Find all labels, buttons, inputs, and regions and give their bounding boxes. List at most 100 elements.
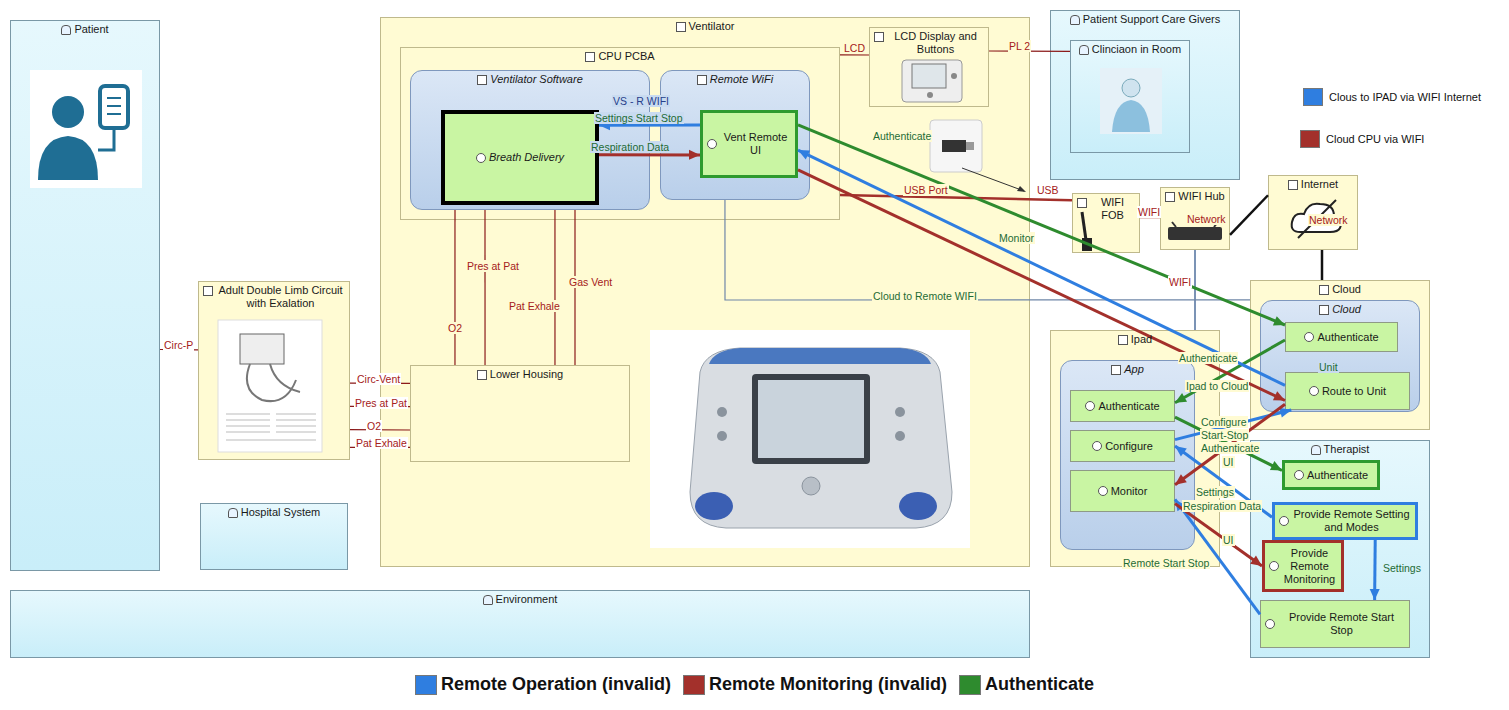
node-title: Ventilator <box>689 20 735 33</box>
illustration-shape <box>1100 68 1162 134</box>
node-header: Patient Support Care Givers <box>1051 13 1239 26</box>
connector-line <box>989 50 1070 51</box>
port-label-holder: WIFI <box>1168 272 1192 290</box>
node-header: WIFI FOB <box>1073 196 1139 222</box>
connector <box>575 210 576 365</box>
port-label-holder: Settings <box>1382 558 1422 576</box>
connector <box>725 200 1250 300</box>
port-label: Monitor <box>998 232 1035 244</box>
actor-icon <box>228 508 238 518</box>
illustration-shape <box>240 334 284 364</box>
legend-bar: Remote Operation (invalid)Remote Monitor… <box>0 674 1509 695</box>
connector <box>160 349 198 350</box>
connector-line <box>1230 195 1268 235</box>
function-icon <box>1294 470 1304 480</box>
illustration-shape <box>1122 79 1140 97</box>
illustration-shape <box>895 407 905 417</box>
node-title: Ipad <box>1131 333 1152 346</box>
illustration-shape <box>38 136 98 180</box>
arrowhead <box>689 150 700 160</box>
arrowhead <box>1250 556 1262 566</box>
illustration-shape <box>1168 227 1222 240</box>
legend-text: Authenticate <box>985 674 1094 695</box>
function-box: Breath Delivery <box>441 110 599 205</box>
function-icon <box>707 139 717 149</box>
part-box: Ventilator SoftwareBreath Delivery <box>410 70 650 210</box>
function-icon <box>1304 332 1314 342</box>
edge-label-holder: Respiration Data <box>590 137 670 155</box>
port-label: Authenticate <box>1178 352 1238 364</box>
node-header: Hospital System <box>201 506 347 519</box>
part-box: WIFI FOB <box>1072 193 1140 253</box>
node-title: Provide Remote Monitoring <box>1282 547 1337 586</box>
connector-line <box>350 406 410 408</box>
legend-item: Clous to IPAD via WIFI Internet <box>1303 88 1481 106</box>
illustration-shape <box>951 73 957 79</box>
connector-line <box>840 195 1072 200</box>
connector-line <box>1175 499 1260 614</box>
part-box: Internet <box>1268 175 1358 250</box>
illustration-shape <box>1082 238 1092 251</box>
connector <box>350 406 410 407</box>
node-header: LCD Display and Buttons <box>870 30 988 56</box>
port-label-holder: VS - R WIFI <box>612 91 670 109</box>
connector-line <box>554 210 555 365</box>
edge-label-holder: Pres at Pat <box>466 256 520 274</box>
port-label: Authenticate <box>1200 442 1260 454</box>
illustration-shape <box>1082 212 1086 240</box>
edge-label-holder: Circ-Vent <box>356 369 401 387</box>
arrowhead <box>1370 589 1380 600</box>
illustration-shape <box>247 364 300 401</box>
illustration-shape <box>1298 200 1336 238</box>
port-label: Network <box>1186 213 1227 225</box>
edge-label-holder: Gas Vent <box>568 272 613 290</box>
node-title: Environment <box>496 593 558 606</box>
connector-line <box>350 447 410 448</box>
actor-icon <box>483 595 493 605</box>
arrowhead <box>599 120 610 130</box>
node-header: CPU PCBA <box>401 50 839 63</box>
connector-line <box>160 349 198 351</box>
edge-label: Pres at Pat <box>466 260 520 272</box>
connector-line <box>1321 250 1324 280</box>
illustration-shape <box>107 98 121 114</box>
illustration-shape <box>930 120 982 172</box>
node-title: Lower Housing <box>490 368 563 381</box>
function-icon <box>1098 486 1108 496</box>
illustration-shape <box>942 140 966 152</box>
port-label: UI <box>1222 456 1235 468</box>
node-header: Therapist <box>1251 443 1429 456</box>
actor-box: TherapistAuthenticateProvide Remote Sett… <box>1250 440 1430 658</box>
port-label: Settings <box>1382 562 1422 574</box>
legend-item: Cloud CPU via WIFI <box>1300 130 1424 148</box>
connector-line <box>599 123 700 126</box>
connector <box>1175 340 1285 403</box>
node-header: Route to Unit <box>1286 373 1409 409</box>
connector <box>350 447 410 448</box>
arrowhead <box>1273 316 1285 325</box>
connector <box>485 210 486 365</box>
connector <box>1175 504 1262 566</box>
edge-label: Pres at Pat <box>354 397 408 409</box>
edge-label: PL 2 <box>1008 40 1031 52</box>
connector-line <box>1373 540 1377 600</box>
node-title: Ventilator Software <box>490 73 583 86</box>
connector-line <box>725 200 1250 300</box>
function-box: Provide Remote Monitoring <box>1262 540 1344 592</box>
legend-text: Cloud CPU via WIFI <box>1326 133 1424 145</box>
node-header: Environment <box>11 593 1029 606</box>
part-box: LCD Display and Buttons <box>869 27 989 107</box>
edge-label-holder: USB Port <box>903 180 949 198</box>
actor-box: Hospital System <box>200 503 348 570</box>
illustration-shape <box>717 407 727 417</box>
node-title: Hospital System <box>241 506 320 519</box>
legend-swatch <box>1303 88 1323 106</box>
edge-label-holder: Circ-P <box>163 335 194 353</box>
legend-item: Authenticate <box>959 674 1094 695</box>
function-icon <box>1085 401 1095 411</box>
connector <box>454 210 455 365</box>
illustration-shape <box>100 86 128 128</box>
node-title: Authenticate <box>1317 331 1378 344</box>
connector-line <box>599 153 700 156</box>
